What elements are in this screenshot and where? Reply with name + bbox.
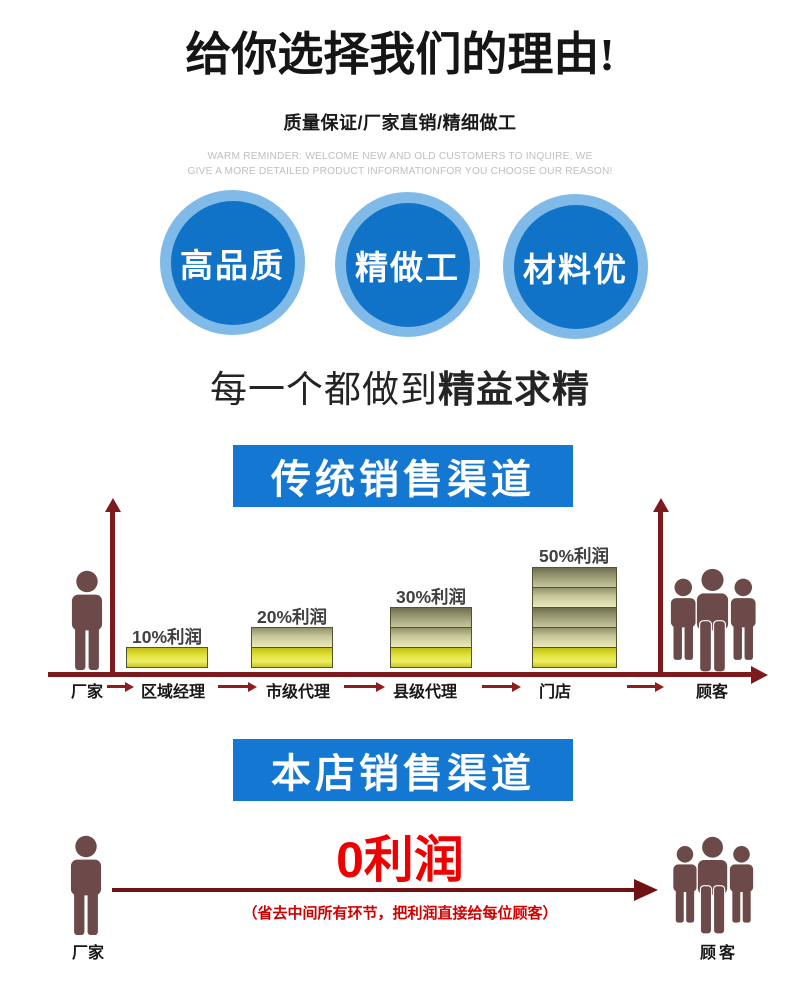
zero-profit-text: 0利润 [336, 832, 464, 888]
profit-disc [126, 647, 208, 668]
profit-bar-20 [251, 627, 333, 668]
page-subtitle: 质量保证/厂家直销/精细做工 [283, 113, 517, 133]
badge-workmanship-label: 精做工 [345, 202, 470, 327]
flow-arrow-icon [627, 685, 655, 688]
badge-quality: 高品质 [160, 190, 305, 335]
flow-arrow-icon [218, 685, 248, 688]
customers-group-icon [670, 568, 756, 672]
bar-label-30: 30%利润 [395, 587, 467, 607]
horizontal-axis [48, 672, 752, 677]
bottom-factory-label: 厂家 [71, 945, 104, 962]
profit-bar-10 [126, 647, 208, 668]
tagline: 每一个都做到精益求精 [0, 359, 800, 413]
profit-disc [390, 627, 472, 648]
direct-channel-banner: 本店销售渠道 [233, 739, 573, 801]
left-axis [110, 511, 115, 677]
badge-workmanship: 精做工 [335, 192, 480, 337]
bottom-customer-label: 顾客 [699, 945, 738, 962]
right-axis [658, 511, 663, 677]
warm-reminder: WARM REMINDER: WELCOME NEW AND OLD CUSTO… [0, 149, 800, 179]
node-regional-manager: 区域经理 [140, 684, 205, 701]
direct-arrow-icon [112, 888, 634, 892]
bar-label-50: 50%利润 [538, 546, 610, 566]
flow-arrow-icon [344, 685, 376, 688]
profit-disc [532, 587, 617, 608]
badge-quality-label: 高品质 [170, 200, 295, 325]
warm-reminder-line1: WARM REMINDER: WELCOME NEW AND OLD CUSTO… [207, 151, 593, 162]
profit-disc [532, 647, 617, 668]
profit-disc [532, 567, 617, 588]
page-title: 给你选择我们的理由! [185, 29, 615, 80]
badge-material: 材料优 [503, 194, 648, 339]
warm-reminder-line2: GIVE A MORE DETAILED PRODUCT INFORMATION… [187, 166, 613, 177]
node-city-agent: 市级代理 [265, 684, 330, 701]
tagline-bold: 精益求精 [438, 369, 590, 410]
traditional-channel-banner: 传统销售渠道 [233, 445, 573, 507]
profit-disc [390, 607, 472, 628]
node-county-agent: 县级代理 [392, 684, 457, 701]
profit-bar-30 [390, 607, 472, 668]
badge-material-label: 材料优 [513, 204, 638, 329]
flow-arrow-icon [482, 685, 512, 688]
direct-note: （省去中间所有环节，把利润直接给每位顾客） [242, 905, 558, 922]
profit-disc [532, 607, 617, 628]
bar-label-10: 10%利润 [131, 627, 203, 647]
tagline-normal: 每一个都做到 [210, 369, 438, 410]
factory-person-icon [71, 570, 103, 670]
profit-disc [251, 627, 333, 648]
profit-disc [390, 647, 472, 668]
profit-disc [532, 627, 617, 648]
node-store: 门店 [538, 684, 571, 701]
node-factory: 厂家 [70, 684, 103, 701]
node-customer: 顾客 [695, 684, 728, 701]
profit-bar-50 [532, 567, 617, 668]
flow-arrow-icon [107, 685, 125, 688]
bar-label-20: 20%利润 [256, 607, 328, 627]
profit-disc [251, 647, 333, 668]
